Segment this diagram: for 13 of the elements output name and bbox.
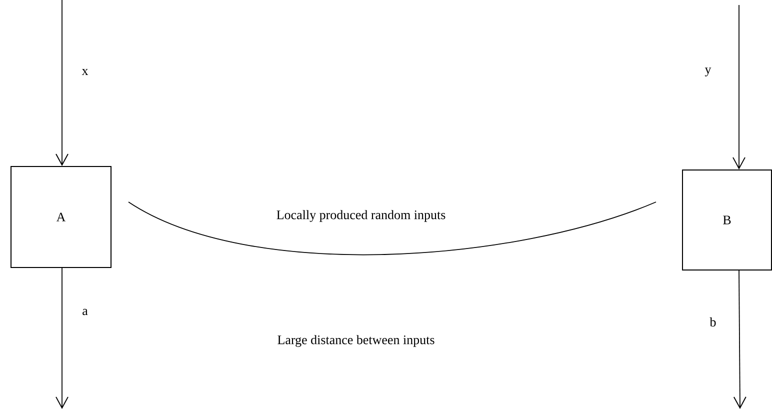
note-text: Large distance between inputs [278,335,434,347]
edge-label: a [82,308,88,316]
edge-label: y [704,68,712,76]
edge-label: x [82,69,88,75]
curved-line [128,202,656,255]
arrow [56,268,68,409]
note-text: Locally produced random inputs [276,210,446,222]
arrow [733,270,746,409]
process-box: A [10,166,112,268]
edge-label: b [710,317,716,327]
arrow [56,0,68,166]
arrow [732,4,746,170]
process-box: B [682,170,772,270]
